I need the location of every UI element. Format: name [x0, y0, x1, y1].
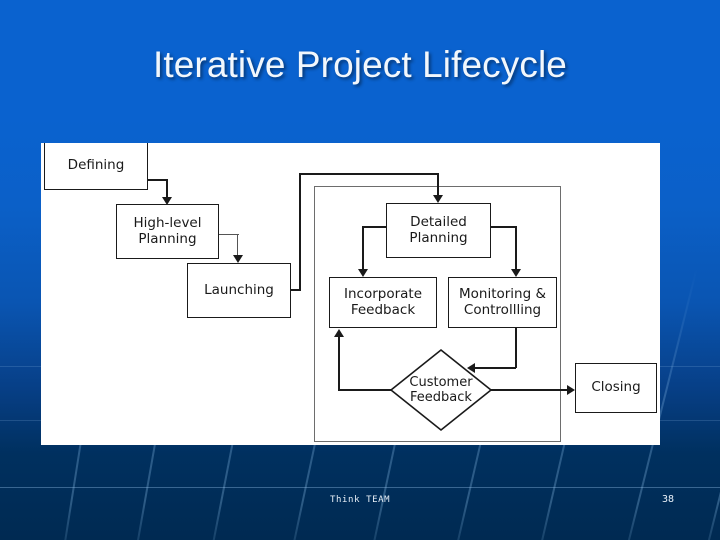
node-high-level-planning-label-line1: High-level	[133, 214, 202, 231]
node-high-level-planning-label-line2: Planning	[138, 230, 197, 247]
edge-detailed-to-incorporate-arrowhead	[358, 269, 368, 277]
node-defining-label: Defining	[67, 157, 125, 174]
edge-detailed-to-monitoring-arrowhead	[511, 269, 521, 277]
footer-divider	[0, 487, 720, 488]
edge-launching-to-detailed-segment	[437, 173, 439, 197]
edge-customer-to-incorporate-segment	[338, 335, 340, 390]
node-launching-label: Launching	[204, 281, 274, 298]
node-incorporate-feedback-label-line2: Feedback	[350, 301, 416, 318]
edge-monitoring-to-customer-segment	[473, 367, 516, 369]
edge-detailed-to-incorporate-segment	[362, 226, 364, 271]
edge-customer-to-incorporate-segment	[338, 389, 392, 391]
edge-highlevel-to-launching-segment	[237, 234, 239, 258]
edge-detailed-to-monitoring-segment	[515, 226, 517, 271]
node-detailed-planning-label-line2: Planning	[409, 229, 468, 246]
node-incorporate-feedback-label-line1: Incorporate	[343, 285, 423, 302]
edge-defining-to-highlevel-segment	[148, 179, 168, 181]
edge-detailed-to-monitoring-segment	[490, 226, 517, 228]
node-launching[interactable]: Launching	[187, 263, 291, 318]
edge-customer-to-closing-arrowhead	[567, 385, 575, 395]
node-monitoring-controlling-label-line1: Monitoring &	[458, 285, 546, 302]
edge-monitoring-to-customer-arrowhead	[467, 363, 475, 373]
footer-text: Think TEAM	[330, 495, 391, 505]
node-closing[interactable]: Closing	[575, 363, 657, 413]
node-customer-feedback-label-line1: Customer	[409, 374, 473, 390]
node-detailed-planning[interactable]: Detailed Planning	[386, 203, 491, 258]
page-number: 38	[662, 494, 675, 505]
edge-launching-to-detailed-segment	[299, 173, 301, 291]
edge-launching-to-detailed-arrowhead	[433, 195, 443, 203]
node-high-level-planning[interactable]: High-level Planning	[116, 204, 219, 259]
edge-highlevel-to-launching-segment	[219, 234, 239, 236]
edge-monitoring-to-customer-segment	[515, 328, 517, 368]
edge-detailed-to-incorporate-segment	[362, 226, 387, 228]
edge-customer-to-incorporate-arrowhead	[334, 329, 344, 337]
node-monitoring-controlling-label-line2: Controllling	[463, 301, 542, 318]
node-monitoring-controlling[interactable]: Monitoring & Controllling	[448, 277, 557, 328]
diagram-panel: Defining High-level Planning Launching D…	[41, 143, 660, 445]
node-defining[interactable]: Defining	[44, 143, 148, 190]
background-swoosh	[698, 269, 720, 540]
node-customer-feedback-label-line2: Feedback	[410, 390, 472, 405]
node-detailed-planning-label-line1: Detailed	[410, 213, 467, 230]
edge-defining-to-highlevel-segment	[166, 179, 168, 201]
node-incorporate-feedback[interactable]: Incorporate Feedback	[329, 277, 437, 328]
node-closing-label: Closing	[591, 379, 641, 396]
edge-defining-to-highlevel-arrowhead	[162, 197, 172, 205]
edge-launching-to-detailed-segment	[291, 289, 301, 291]
edge-launching-to-detailed-segment	[299, 173, 439, 175]
slide-title: Iterative Project Lifecycle	[153, 44, 567, 85]
edge-highlevel-to-launching-arrowhead	[233, 255, 243, 263]
node-customer-feedback[interactable]: Customer Feedback	[389, 348, 493, 432]
edge-customer-to-closing-segment	[491, 389, 569, 391]
